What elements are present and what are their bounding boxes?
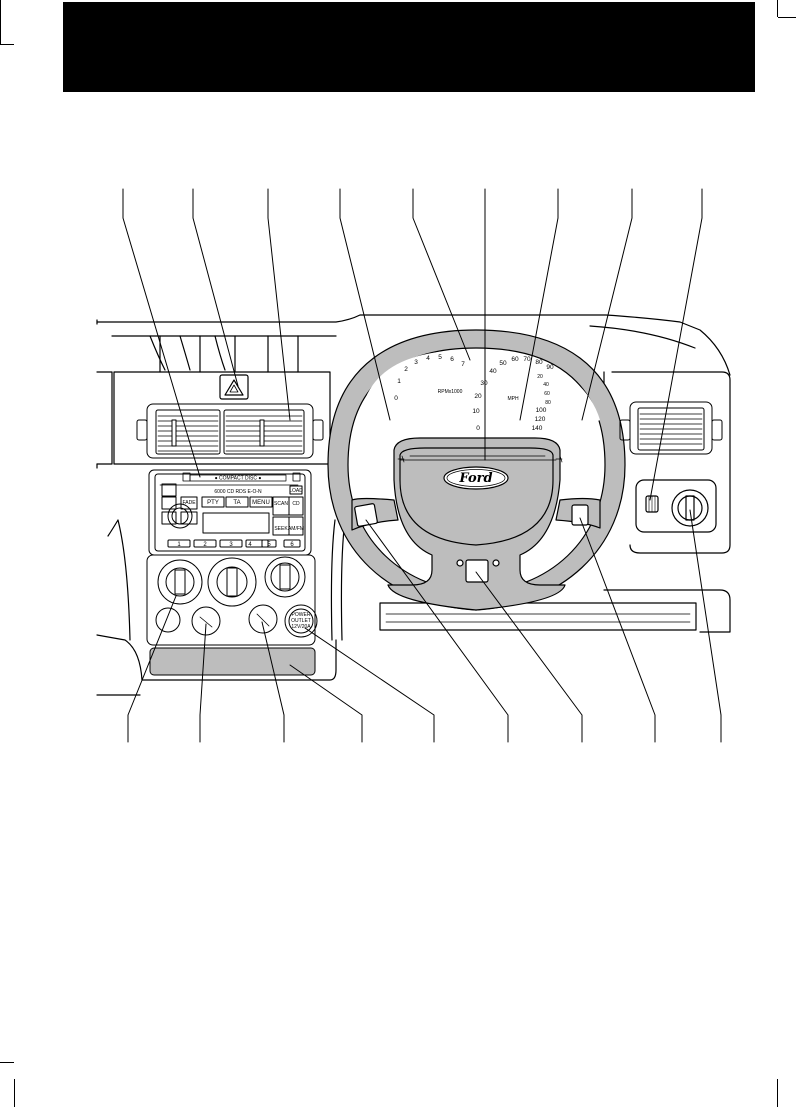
- speed-tick-inner: 140: [532, 425, 543, 432]
- preset-button-3[interactable]: 3: [229, 542, 233, 548]
- crop-mark: [777, 1079, 778, 1107]
- storage-tray: [149, 647, 316, 676]
- speed-tick: 80: [535, 359, 543, 366]
- speed-tick-inner: 40: [543, 382, 549, 388]
- power-outlet[interactable]: [284, 604, 318, 638]
- blower-fan-knob[interactable]: [157, 559, 203, 605]
- cd-button[interactable]: CD: [292, 501, 300, 507]
- callout-leaders-bottom: [127, 509, 722, 743]
- air-distribution-knob[interactable]: [264, 556, 306, 598]
- tach-tick: 7: [461, 361, 465, 368]
- lighting-switch[interactable]: [635, 479, 717, 533]
- power-outlet-labels: POWER OUTLET 12V/20A: [291, 612, 311, 630]
- tach-tick: 3: [414, 359, 418, 366]
- seek-button[interactable]: SEEK: [274, 526, 288, 532]
- tach-tick: 6: [450, 356, 454, 363]
- speed-tick: 40: [489, 368, 497, 375]
- recirculation-button[interactable]: [248, 604, 278, 634]
- left-stalk[interactable]: [354, 503, 378, 527]
- radio-cd-unit: [148, 469, 312, 556]
- preset-button-4[interactable]: 4: [248, 542, 252, 548]
- power-outlet-label: POWER: [292, 612, 311, 618]
- tach-tick: 1: [397, 378, 401, 385]
- speed-tick: 30: [480, 380, 488, 387]
- load-button[interactable]: LOAD: [289, 488, 303, 494]
- speed-tick: 0: [476, 425, 480, 432]
- speedometer-labels: 0 10 20 30 40 50 60 70 80 90 20 40 60 80…: [472, 356, 554, 432]
- crop-mark: [0, 44, 14, 45]
- accessory-cover: [155, 607, 181, 633]
- ac-button[interactable]: [191, 606, 221, 636]
- power-outlet-label: 12V/20A: [291, 624, 311, 630]
- crop-mark: [777, 0, 778, 17]
- preset-button-1[interactable]: 1: [177, 542, 181, 548]
- tachometer-labels: RPMx1000 0 1 2 3 4 5 6 7: [394, 354, 465, 402]
- dashboard-outline: [96, 314, 731, 696]
- speed-tick: 10: [472, 408, 480, 415]
- speed-tick-inner: 80: [545, 400, 551, 406]
- power-outlet-label: OUTLET: [291, 618, 311, 624]
- preset-button-2[interactable]: 2: [203, 542, 207, 548]
- scan-button[interactable]: SCAN: [274, 501, 288, 507]
- tach-tick: 4: [426, 355, 430, 362]
- amfm-button[interactable]: AM/FM: [288, 526, 304, 532]
- preset-button-5[interactable]: 5: [267, 542, 271, 548]
- speed-tick: 60: [511, 356, 519, 363]
- horn-icon: [397, 455, 405, 463]
- pty-button[interactable]: PTY: [207, 500, 219, 506]
- ford-logo: [443, 466, 509, 490]
- speed-tick: 50: [499, 360, 507, 367]
- center-air-vents: [136, 403, 324, 459]
- crop-mark: [0, 1062, 14, 1063]
- right-stalk[interactable]: [571, 504, 589, 526]
- right-air-vent: [619, 401, 723, 455]
- speed-tick: 70: [523, 356, 531, 363]
- speed-tick-inner: 100: [536, 407, 547, 414]
- speed-tick-inner: 60: [544, 391, 550, 397]
- speedometer-unit: MPH: [507, 396, 519, 402]
- tach-tick: 5: [438, 354, 442, 361]
- tachometer-unit: RPMx1000: [438, 389, 463, 395]
- menu-button[interactable]: MENU: [252, 500, 270, 506]
- horn-icon: [555, 455, 563, 463]
- hazard-warning-button[interactable]: [219, 374, 249, 400]
- temperature-knob[interactable]: [207, 557, 257, 607]
- radio-model-label: 6000 CD RDS E-O-N: [214, 489, 262, 495]
- crop-mark: [778, 17, 796, 18]
- preset-button-6[interactable]: 6: [290, 542, 294, 548]
- section-header-bar: [63, 2, 755, 92]
- cd-label: ● COMPACT DISC ●: [215, 476, 262, 482]
- tach-tick: 0: [394, 395, 398, 402]
- tach-tick: 2: [404, 366, 408, 373]
- speed-tick-inner: 20: [537, 374, 543, 380]
- crop-mark: [14, 1079, 15, 1107]
- speed-tick: 90: [546, 364, 554, 371]
- ford-logo-text: Ford: [458, 471, 492, 486]
- speed-tick: 20: [474, 393, 482, 400]
- crop-mark: [0, 0, 1, 44]
- radio-labels: ● COMPACT DISC ● 6000 CD RDS E-O-N PTY T…: [177, 476, 304, 549]
- callout-leaders-top: [122, 188, 703, 501]
- ta-button[interactable]: TA: [233, 500, 240, 506]
- fade-button[interactable]: FADE: [182, 500, 196, 506]
- hazard-warning-triangle-icon: [224, 379, 244, 396]
- steering-wheel[interactable]: [327, 329, 626, 611]
- speed-tick-inner: 120: [535, 416, 546, 423]
